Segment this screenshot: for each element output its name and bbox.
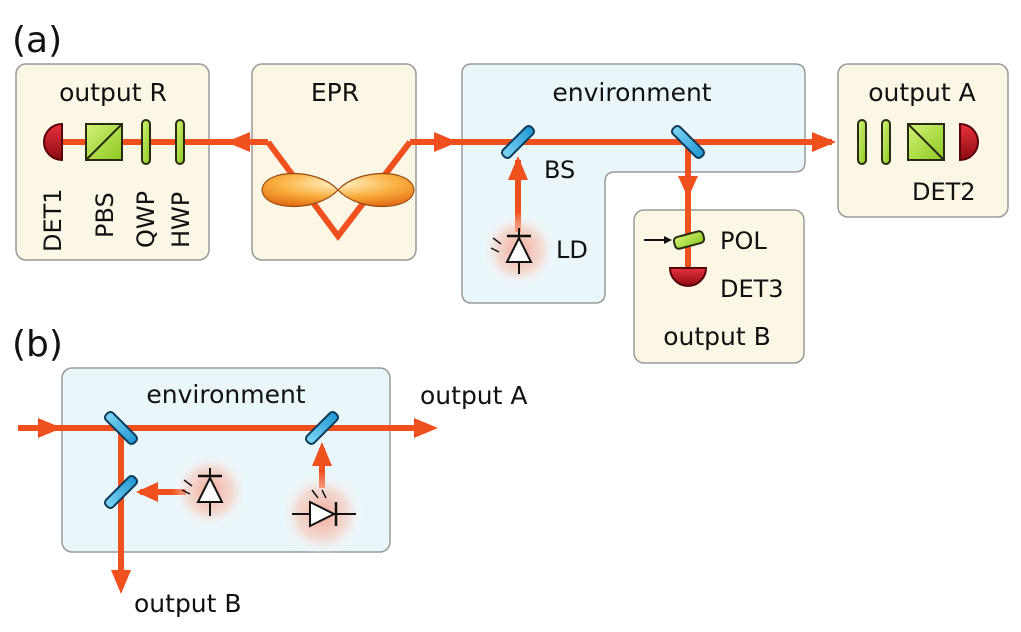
pbs-a-cube-icon — [907, 123, 945, 161]
waveplate-a2-icon — [881, 119, 891, 165]
panel-a-label: (a) — [12, 20, 62, 61]
hwp-waveplate-icon — [175, 119, 185, 165]
mirror-b3-icon — [304, 410, 340, 446]
output-a-title: output A — [868, 78, 976, 107]
output-r-title: output R — [59, 78, 167, 107]
det1-label: DET1 — [39, 188, 67, 252]
environment-title-b: environment — [146, 380, 305, 409]
ld-label: LD — [556, 236, 588, 264]
waveplate-a1-icon — [857, 119, 867, 165]
qwp-label: QWP — [132, 191, 160, 248]
beam-arrows-b — [38, 418, 438, 594]
laser-diode-horizontal-icon — [280, 472, 364, 556]
pbs-cube-icon — [85, 123, 123, 161]
epr-source-icon — [261, 173, 415, 207]
bs-label: BS — [544, 156, 575, 184]
pol-arrow-head-icon — [664, 236, 672, 244]
epr-title: EPR — [311, 78, 359, 107]
det2-detector-icon — [959, 122, 979, 162]
output-b-label-b: output B — [134, 589, 242, 618]
environment-title: environment — [552, 78, 711, 107]
output-a-label-b: output A — [420, 381, 528, 410]
qwp-waveplate-icon — [141, 119, 151, 165]
mirror-b1-icon — [103, 410, 139, 446]
hwp-label: HWP — [167, 192, 195, 248]
pol-polarizer-icon — [672, 230, 706, 250]
output-r-box — [15, 63, 210, 261]
pol-label: POL — [720, 227, 767, 255]
det2-label: DET2 — [912, 178, 976, 206]
laser-diode-vertical-icon — [172, 453, 248, 529]
mirror-b2-icon — [103, 474, 139, 510]
ld-laser-diode-icon — [481, 212, 557, 288]
mirror-icon — [670, 124, 706, 160]
det3-detector-icon — [668, 267, 708, 287]
beam-arrows-a — [226, 132, 836, 198]
pbs-label: PBS — [91, 192, 119, 238]
det3-label: DET3 — [720, 275, 784, 303]
bs-mirror-icon — [500, 124, 536, 160]
panel-b-label: (b) — [12, 324, 63, 365]
output-b-title: output B — [663, 322, 771, 351]
epr-box — [251, 63, 417, 261]
det1-detector-icon — [43, 122, 63, 162]
